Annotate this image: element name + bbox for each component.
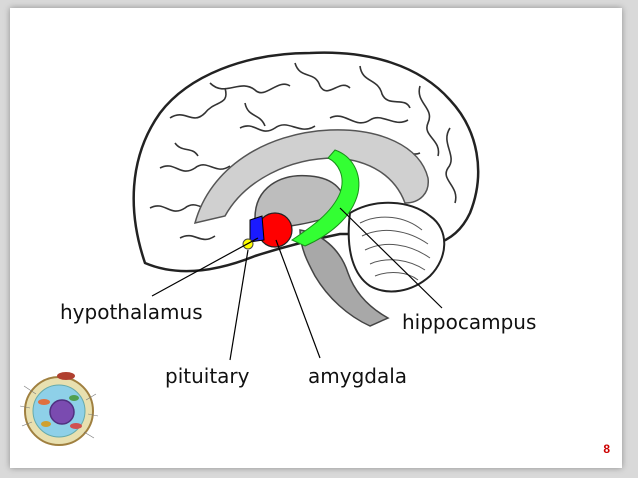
slide: hypothalamus pituitary amygdala hippocam… [10, 8, 622, 468]
page-number: 8 [603, 442, 610, 456]
brainstem [299, 229, 390, 327]
hypothalamus-region [249, 215, 265, 243]
hypothalamus-label: hypothalamus [60, 300, 203, 324]
brain-diagram [132, 51, 480, 361]
leader-lines [151, 207, 443, 361]
cortex-folds [149, 62, 457, 241]
cell-illustration-icon [19, 372, 99, 446]
cerebellum-folds [359, 216, 431, 281]
pituitary-label: pituitary [165, 364, 250, 388]
cerebellum [347, 201, 446, 293]
hippocampus-label: hippocampus [402, 310, 537, 334]
hippocampus-region [290, 149, 360, 247]
amygdala-label: amygdala [308, 364, 408, 388]
corpus-callosum [193, 129, 429, 225]
